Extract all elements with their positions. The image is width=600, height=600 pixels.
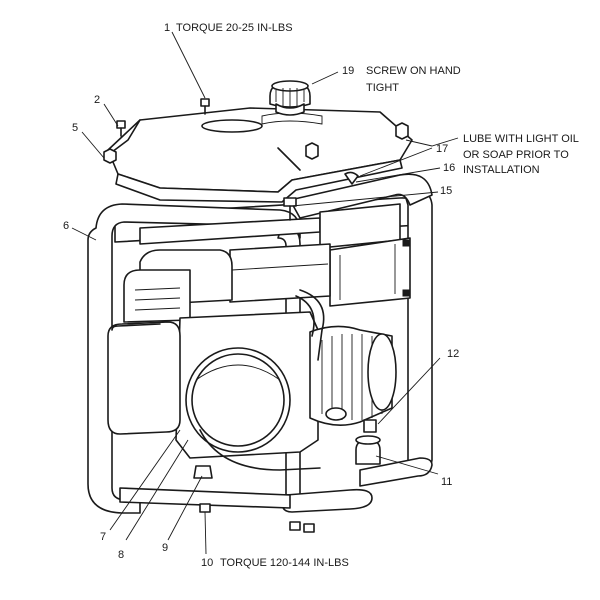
callout-10-number: 10 [201,557,213,569]
callout-17-text-line3: INSTALLATION [463,164,540,176]
fuel-tank-bracket [139,203,411,307]
callout-12-number: 12 [447,348,459,360]
fuel-tank [103,107,413,203]
callout-17-text-line1: LUBE WITH LIGHT OIL [463,133,579,145]
callout-labels: 1 TORQUE 20-25 IN-LBS 2 5 6 19 SCREW ON … [63,22,579,569]
callout-5-number: 5 [72,122,78,134]
engine [107,249,397,479]
callout-2-number: 2 [94,94,100,106]
callout-10-text: TORQUE 120-144 IN-LBS [220,557,349,569]
callout-19-text-line2: TIGHT [366,82,399,94]
leader-lines [71,31,459,555]
fuel-cap [269,80,311,116]
tank-bolts [116,98,210,137]
callout-8-number: 8 [118,549,124,561]
callout-15-number: 15 [440,185,452,197]
callout-7-number: 7 [100,531,106,543]
callout-1-number: 1 [164,22,170,34]
mount-bolts [199,503,315,533]
callout-19-number: 19 [342,65,354,77]
callout-6-number: 6 [63,220,69,232]
callout-17-number: 17 [436,143,448,155]
callout-19-text-line1: SCREW ON HAND [366,65,461,77]
callout-1-text: TORQUE 20-25 IN-LBS [176,22,293,34]
callout-9-number: 9 [162,542,168,554]
callout-11-number: 11 [441,476,452,488]
callout-17-text-line2: OR SOAP PRIOR TO [463,149,569,161]
callout-16-number: 16 [443,162,455,174]
